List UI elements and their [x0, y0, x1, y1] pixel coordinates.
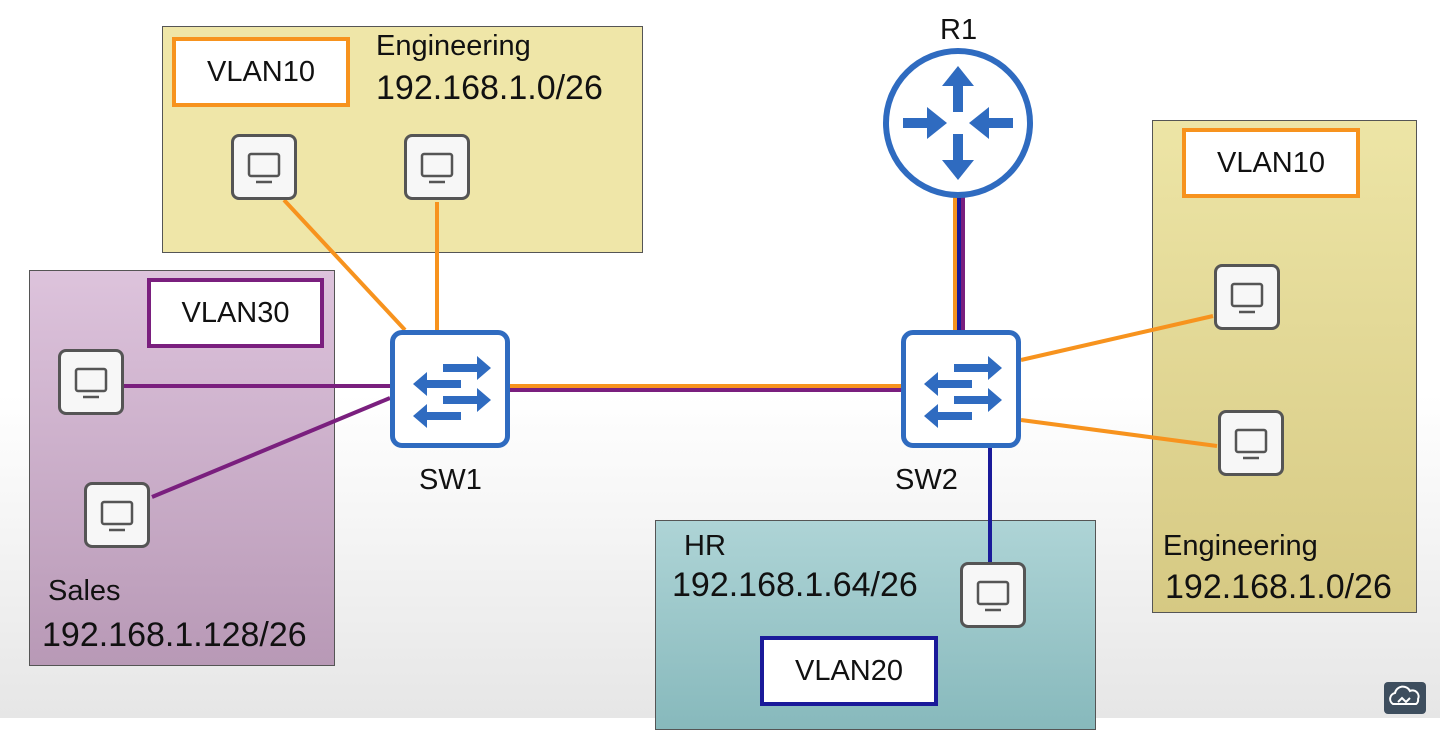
router-icon: [903, 66, 1013, 180]
pc-eng-top-1[interactable]: [231, 134, 297, 200]
link-eng-pc1-sw1: [282, 198, 407, 332]
router-r1[interactable]: [883, 48, 1033, 198]
channel-logo-icon: [1384, 682, 1426, 714]
engineering-zone-right: [1152, 120, 1417, 613]
engineering-subnet-top: 192.168.1.0/26: [376, 69, 603, 107]
vlan20-tag: VLAN20: [760, 636, 938, 706]
pc-eng-right-2[interactable]: [1218, 410, 1284, 476]
switch-icon: [924, 356, 1002, 428]
switch-icon: [413, 356, 491, 428]
hr-subnet: 192.168.1.64/26: [672, 566, 918, 604]
engineering-name-top: Engineering: [376, 30, 531, 62]
pc-icon: [74, 367, 108, 399]
vlan10-tag-right: VLAN10: [1182, 128, 1360, 198]
pc-icon: [976, 580, 1010, 612]
pc-eng-right-1[interactable]: [1214, 264, 1280, 330]
engineering-name-right: Engineering: [1163, 530, 1318, 562]
pc-eng-top-2[interactable]: [404, 134, 470, 200]
switch-sw2[interactable]: [901, 330, 1021, 448]
sales-name: Sales: [48, 575, 121, 607]
pc-icon: [420, 152, 454, 184]
vlan30-tag: VLAN30: [147, 278, 324, 348]
pc-icon: [100, 500, 134, 532]
link-sales-pc2-sw1: [151, 396, 391, 499]
switch-sw1[interactable]: [390, 330, 510, 448]
link-sw2-eng-pc1: [1020, 314, 1214, 362]
pc-icon: [247, 152, 281, 184]
hr-name: HR: [684, 530, 726, 562]
pc-icon: [1234, 428, 1268, 460]
pc-sales-2[interactable]: [84, 482, 150, 548]
link-sw2-eng-pc2: [1020, 418, 1218, 448]
pc-icon: [1230, 282, 1264, 314]
pc-sales-1[interactable]: [58, 349, 124, 415]
sales-subnet: 192.168.1.128/26: [42, 616, 307, 654]
engineering-subnet-right: 192.168.1.0/26: [1165, 568, 1392, 606]
switch1-label: SW1: [419, 464, 482, 496]
pc-hr[interactable]: [960, 562, 1026, 628]
vlan10-tag-top: VLAN10: [172, 37, 350, 107]
switch2-label: SW2: [895, 464, 958, 496]
router-label: R1: [940, 14, 978, 46]
